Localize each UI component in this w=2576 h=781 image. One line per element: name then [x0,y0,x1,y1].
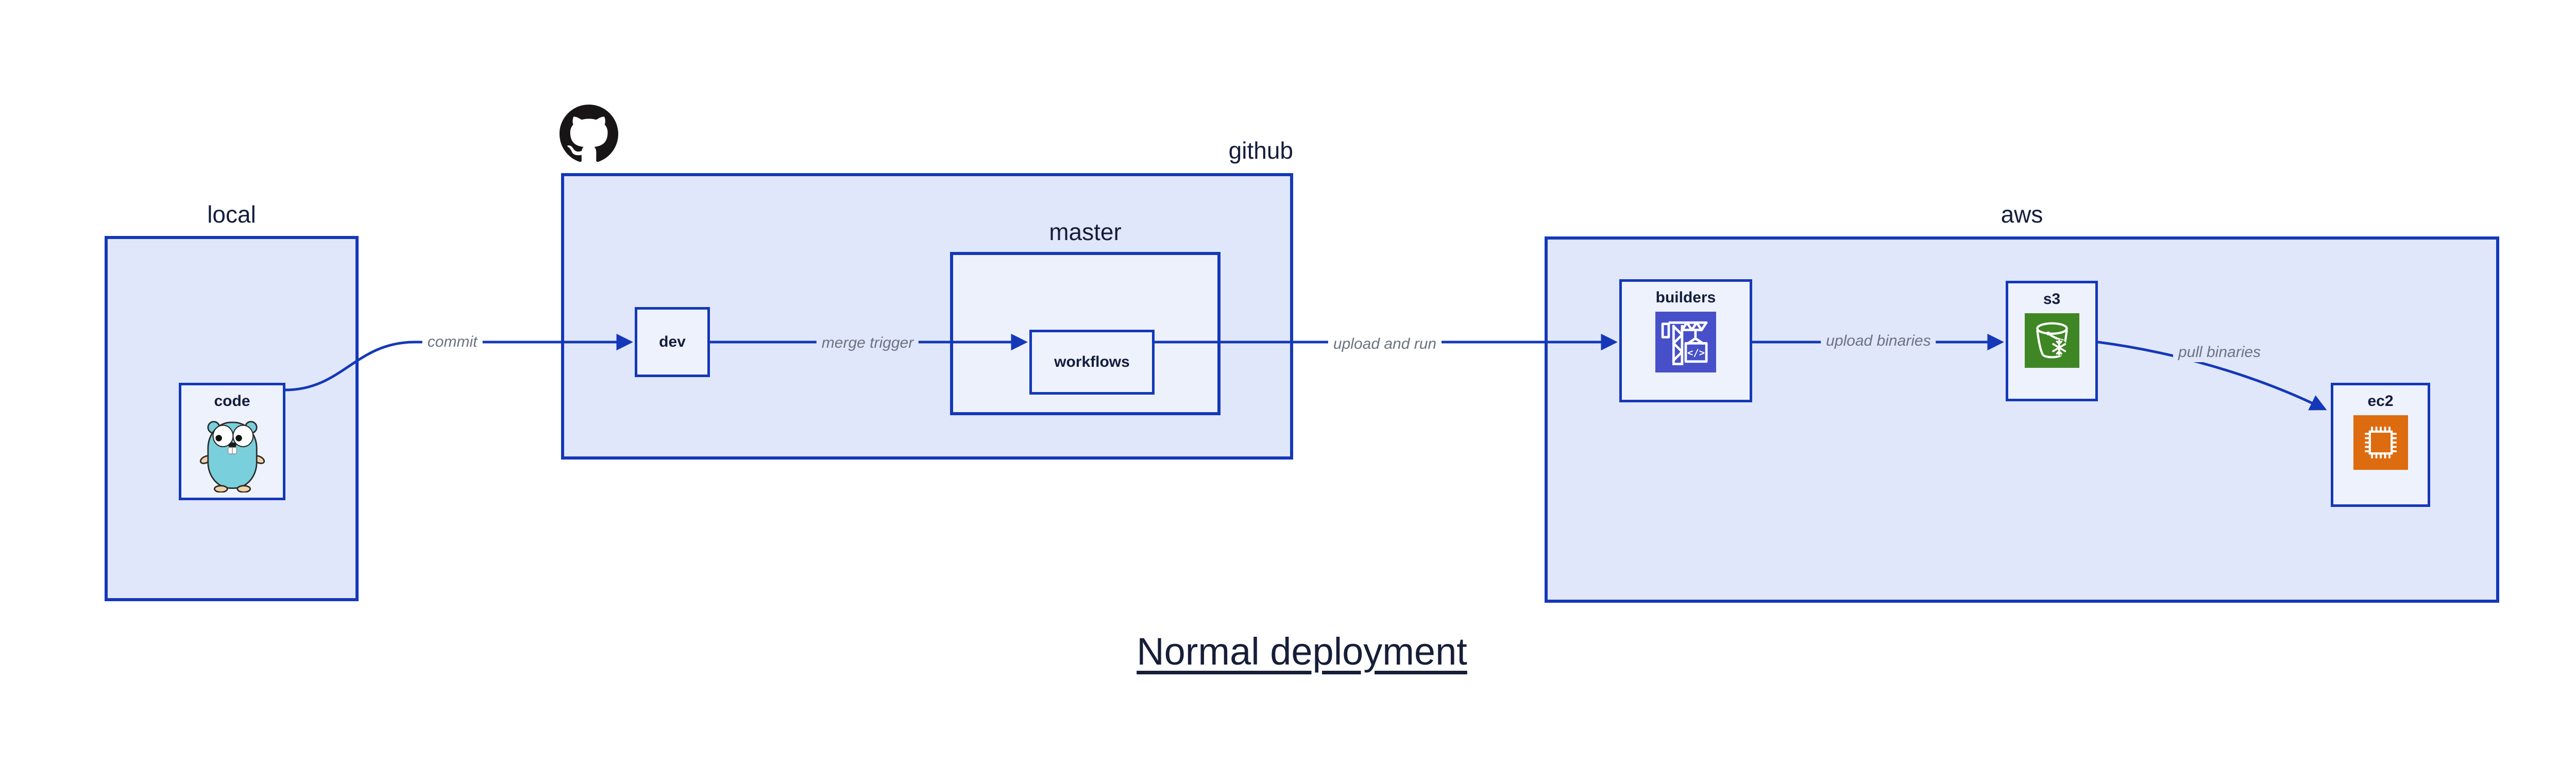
node-code: code [179,383,285,500]
node-builders: builders </> [1619,279,1752,402]
go-gopher-icon [199,421,265,493]
container-github-label: github [1228,137,1293,164]
github-octocat-icon [560,105,618,162]
diagram-title-wrap: Normal deployment [0,630,2576,673]
diagram-title: Normal deployment [1137,630,1467,673]
codebuild-crane-icon: </> [1655,312,1716,372]
svg-text:</>: </> [1687,347,1705,359]
edge-label-merge-trigger: merge trigger [816,333,919,353]
edge-label-pull-binaries: pull binaries [2173,343,2266,362]
node-workflows: workflows [1029,330,1155,395]
node-s3: s3 [2006,281,2098,401]
node-ec2-label: ec2 [2367,393,2394,410]
edge-label-commit: commit [422,332,483,352]
ec2-chip-icon [2353,415,2408,470]
node-builders-label: builders [1655,289,1716,306]
s3-bucket-icon [2024,313,2079,368]
node-code-label: code [214,393,250,410]
node-ec2: ec2 [2331,383,2430,507]
node-dev-label: dev [659,333,686,350]
container-master-label: master [1049,218,1122,245]
container-aws-label: aws [2001,201,2043,228]
node-s3-label: s3 [2043,291,2061,308]
container-local-label: local [207,201,256,228]
node-dev: dev [635,307,710,377]
edge-label-upload-and-run: upload and run [1328,334,1442,354]
node-workflows-label: workflows [1054,353,1130,370]
edge-label-upload-binaries: upload binaries [1821,331,1936,351]
